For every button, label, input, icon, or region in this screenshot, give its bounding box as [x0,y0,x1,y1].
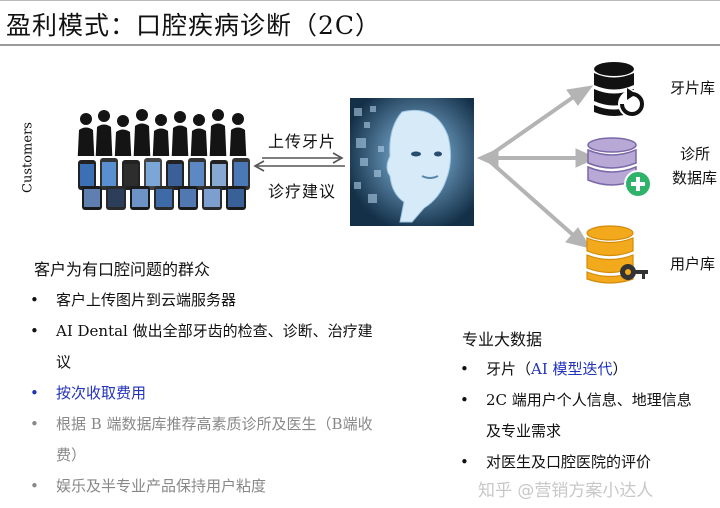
list-item: • 牙片（AI 模型迭代） [460,354,720,385]
refresh-database-icon [594,62,646,118]
bullet-text: 及专业需求 [486,422,562,440]
db-label-user: 用户库 [670,252,715,276]
bullet-text: 对医生及口腔医院的评价 [486,453,652,471]
top-border [0,0,720,1]
bullet-text-segment: ） [612,360,628,378]
bullet-dot: • [30,384,39,402]
bullet-text: 2C 端用户个人信息、地理信息 [486,391,692,409]
bullet-dot: • [460,453,469,471]
db-label-xray: 牙片库 [670,76,715,100]
bullet-text: 娱乐及半专业产品保持用户粘度 [56,477,267,495]
customers-image: Customers [21,108,252,212]
bullet-dot: • [30,291,39,309]
robot-head-icon [350,98,474,226]
bullet-text: 议 [56,353,72,371]
add-database-icon [587,137,652,198]
title-divider [0,44,720,46]
db-label-line: 牙片库 [670,79,716,97]
list-item: • 按次收取费用 [30,378,430,409]
phones-row [76,156,252,212]
left-section-title: 客户为有口腔问题的群众 [34,260,211,279]
bullet-dot: • [30,415,39,433]
bullet-text-segment: AI 模型迭代 [531,360,613,378]
bullet-dot: • [30,322,39,340]
db-arrowhead-3 [565,227,592,249]
bullet-text: 根据 B 端数据库推荐高素质诊所及医生（B端收 [56,415,373,433]
list-item: • 客户上传图片到云端服务器 [30,285,430,316]
right-bullet-list: • 牙片（AI 模型迭代） • 2C 端用户个人信息、地理信息 及专业需求 • … [460,354,720,478]
bullet-dot: • [460,391,469,409]
list-item: • 2C 端用户个人信息、地理信息 及专业需求 [460,385,720,447]
advice-label: 诊疗建议 [268,182,337,201]
db-arrow-3 [484,156,574,236]
ai-head-image [350,98,474,226]
db-arrowhead-1 [566,85,594,106]
db-arrowhead-back [476,148,499,168]
db-label-line: 诊所 [680,145,711,163]
list-item: • AI Dental 做出全部牙齿的检查、诊断、治疗建 议 [30,316,430,378]
watermark: 知乎 @营销方案小达人 [478,481,654,501]
bullet-text: AI Dental 做出全部牙齿的检查、诊断、治疗建 [56,322,373,340]
bullet-text: 费） [56,446,87,464]
advice-arrowhead [253,160,265,172]
db-label-clinic: 诊所 数据库 [672,142,717,190]
list-item: • 根据 B 端数据库推荐高素质诊所及医生（B端收 费） [30,409,430,471]
bullet-dot: • [460,360,469,378]
db-arrowhead-2 [575,148,598,168]
db-label-line: 用户库 [670,255,716,273]
bullet-dot: • [30,477,39,495]
upload-label: 上传牙片 [268,132,337,151]
bullet-text: 按次收取费用 [56,384,147,402]
left-bullet-list: • 客户上传图片到云端服务器 • AI Dental 做出全部牙齿的检查、诊断、… [30,285,430,502]
bullet-text-segment: 牙片（ [486,360,532,378]
upload-arrowhead [332,152,344,164]
list-item: • 对医生及口腔医院的评价 [460,447,720,478]
list-item: • 娱乐及半专业产品保持用户粘度 [30,471,430,502]
db-arrow-1 [484,96,574,160]
bullet-text: 客户上传图片到云端服务器 [56,291,237,309]
right-section-title: 专业大数据 [462,330,543,349]
db-label-line: 数据库 [672,169,718,187]
key-database-icon [586,225,648,284]
slide-title: 盈利模式：口腔疾病诊断（2C） [6,11,382,40]
